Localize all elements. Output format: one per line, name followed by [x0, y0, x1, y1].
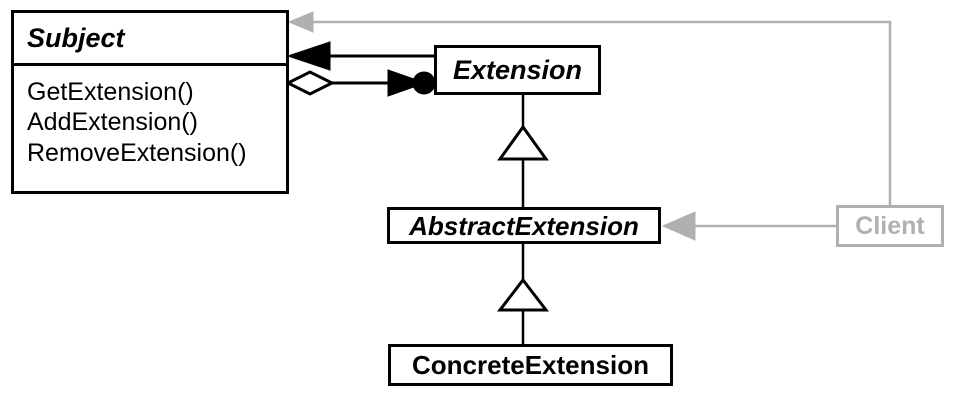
- connector-client-uses-subject[interactable]: [287, 11, 892, 205]
- hollow-triangle-icon: [497, 124, 549, 161]
- filled-arrowhead-icon: [287, 11, 314, 33]
- class-box-client[interactable]: Client: [836, 205, 944, 247]
- class-name-concreteextension: ConcreteExtension: [412, 350, 649, 380]
- hollow-triangle-icon: [496, 277, 550, 312]
- class-box-extension[interactable]: Extension: [434, 45, 601, 95]
- class-box-subject[interactable]: Subject GetExtension() AddExtension() Re…: [11, 10, 289, 194]
- class-box-abstractextension[interactable]: AbstractExtension: [387, 207, 661, 244]
- filled-arrowhead-icon: [387, 69, 427, 97]
- connector-concreteextension-generalizes-abstractextension[interactable]: [496, 244, 550, 344]
- hollow-diamond-icon: [284, 70, 336, 96]
- filled-arrowhead-icon: [286, 41, 331, 71]
- class-name-compartment-subject: Subject: [14, 13, 286, 66]
- connector-subject-aggregates-extension[interactable]: [284, 69, 436, 97]
- class-name-extension: Extension: [452, 54, 583, 85]
- connector-extension-to-subject[interactable]: [286, 41, 434, 71]
- operation-add-extension: AddExtension(): [27, 108, 198, 137]
- class-name-abstractextension: AbstractExtension: [409, 210, 639, 241]
- class-operations-compartment-subject: GetExtension() AddExtension() RemoveExte…: [14, 66, 286, 191]
- filled-arrowhead-icon: [661, 211, 696, 241]
- connector-abstractextension-generalizes-extension[interactable]: [497, 95, 549, 207]
- class-name-client: Client: [855, 211, 925, 240]
- connector-client-uses-abstractextension[interactable]: [661, 211, 836, 241]
- class-box-concreteextension[interactable]: ConcreteExtension: [388, 344, 673, 386]
- class-name-subject: Subject: [27, 22, 125, 53]
- operation-remove-extension: RemoveExtension(): [27, 138, 247, 167]
- multiplicity-dot-icon: [412, 71, 436, 95]
- operation-get-extension: GetExtension(): [27, 78, 194, 106]
